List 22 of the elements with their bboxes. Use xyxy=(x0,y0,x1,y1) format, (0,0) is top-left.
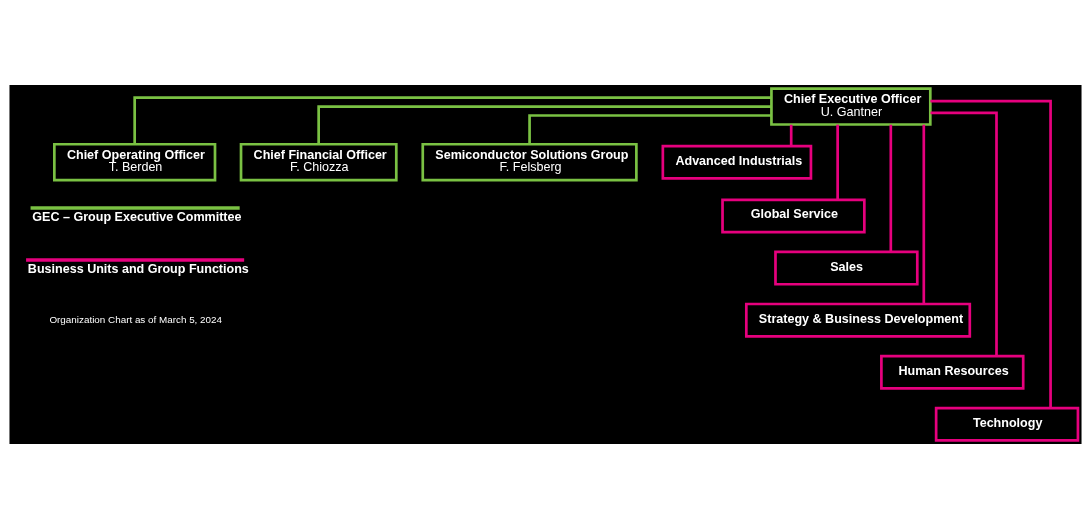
node-box: Semiconductor Solutions Group F. Felsberg xyxy=(421,142,638,181)
legend-label: Business Units and Group Functions xyxy=(27,261,249,276)
connector xyxy=(789,124,793,146)
node-box: Technology xyxy=(934,406,1080,442)
label: Organization Chart as of March 5, 2024 xyxy=(49,313,223,325)
connector xyxy=(930,99,1052,408)
connector xyxy=(133,95,772,144)
connector xyxy=(528,113,772,144)
node-box: Advanced Industrials xyxy=(661,144,813,180)
legend-label: GEC – Group Executive Committee xyxy=(32,209,242,224)
node-box: Sales xyxy=(774,250,919,286)
node-box: Chief Operating Officer T. Berden xyxy=(53,142,217,181)
connector xyxy=(889,124,893,252)
node-box: Strategy & Business Development xyxy=(744,302,972,338)
connector xyxy=(317,104,772,144)
node-box: Global Service xyxy=(721,198,866,234)
node-box: Chief Executive Officer U. Gantner xyxy=(770,86,932,126)
node-box: Chief Financial Officer F. Chiozza xyxy=(239,142,398,181)
connector xyxy=(930,110,998,356)
connector xyxy=(836,124,839,200)
node-box: Human Resources xyxy=(880,354,1025,390)
connector xyxy=(922,124,926,304)
